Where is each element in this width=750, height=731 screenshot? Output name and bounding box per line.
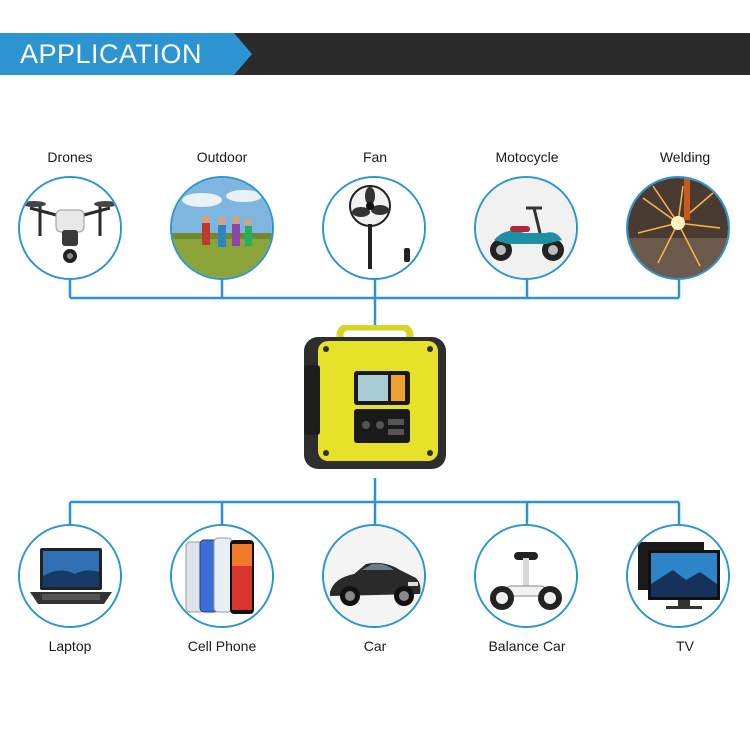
application-banner: APPLICATION (0, 33, 750, 75)
balance-car-circle (474, 524, 578, 628)
drone-icon (20, 178, 120, 278)
laptop-circle (18, 524, 122, 628)
label-tv: TV (676, 638, 694, 654)
banner-shape (0, 33, 750, 75)
label-outdoor: Outdoor (196, 149, 248, 165)
motocycle-circle (474, 176, 578, 280)
cell-phone-icon (172, 526, 272, 626)
label-motocycle: Motocycle (495, 149, 559, 165)
label-balance-car: Balance Car (488, 638, 566, 654)
welding-sparks-icon (628, 178, 728, 278)
label-welding: Welding (659, 149, 711, 165)
scooter-icon (476, 178, 576, 278)
label-laptop: Laptop (48, 638, 92, 654)
welding-circle (626, 176, 730, 280)
drones-circle (18, 176, 122, 280)
label-fan: Fan (362, 149, 388, 165)
laptop-icon (20, 526, 120, 626)
cell-phone-circle (170, 524, 274, 628)
hikers-icon (172, 178, 272, 278)
label-drones: Drones (47, 149, 93, 165)
fan-circle (322, 176, 426, 280)
car-icon (324, 526, 424, 626)
label-cell-phone: Cell Phone (187, 638, 257, 654)
banner-title: APPLICATION (20, 39, 203, 69)
outdoor-circle (170, 176, 274, 280)
tv-circle (626, 524, 730, 628)
fan-icon (324, 178, 424, 278)
label-car: Car (363, 638, 387, 654)
power-station-icon (304, 325, 446, 469)
balance-car-icon (476, 526, 576, 626)
tv-icon (628, 526, 728, 626)
car-circle (322, 524, 426, 628)
